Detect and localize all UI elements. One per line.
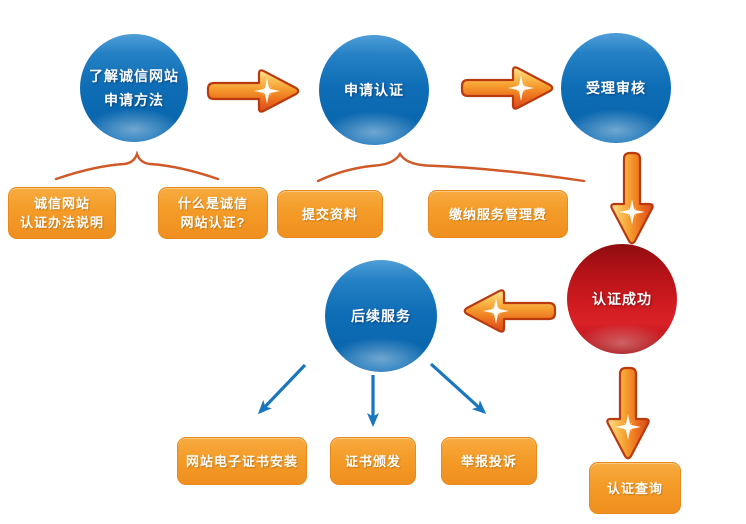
node-certification-success-label: 认证成功 — [592, 291, 652, 307]
callout-what-is-certification: 什么是诚信 网站认证? — [158, 187, 268, 239]
callout-cert-issue-label: 证书颁发 — [344, 453, 401, 469]
arrow-left-success-to-followup-icon — [463, 289, 557, 333]
callout-what-is-certification-line1: 什么是诚信 — [177, 196, 248, 211]
callout-pay-service-fee: 缴纳服务管理费 — [428, 190, 568, 238]
node-learn-method: 了解诚信网站 申请方法 — [80, 34, 188, 142]
callout-certification-method-desc: 诚信网站 认证办法说明 — [8, 187, 116, 239]
callout-pay-service-fee-label: 缴纳服务管理费 — [448, 206, 547, 222]
arrow-right-apply-to-review-icon — [460, 66, 554, 110]
callout-submit-materials-label: 提交资料 — [301, 206, 358, 222]
callout-certification-method-desc-line2: 认证办法说明 — [19, 215, 104, 230]
node-learn-method-label-line2: 申请方法 — [104, 92, 164, 108]
arrow-down-review-to-success-icon — [610, 151, 654, 245]
node-accept-review-label: 受理审核 — [586, 80, 646, 96]
followup-fanout-arrows-icon — [257, 362, 487, 427]
callout-report-complaint-label: 举报投诉 — [460, 453, 517, 469]
callout-certification-query: 认证查询 — [589, 462, 681, 514]
callout-cert-issue: 证书颁发 — [330, 437, 416, 485]
callout-submit-materials: 提交资料 — [277, 190, 383, 238]
node-apply-certification-label: 申请认证 — [344, 82, 404, 98]
callout-ecert-install-label: 网站电子证书安装 — [185, 453, 298, 469]
callout-ecert-install: 网站电子证书安装 — [177, 437, 307, 485]
node-followup-service-label: 后续服务 — [351, 308, 411, 324]
arrow-down-success-to-query-icon — [606, 366, 650, 460]
node-apply-certification: 申请认证 — [319, 35, 429, 145]
callout-what-is-certification-line2: 网站认证? — [180, 215, 246, 230]
callout-certification-query-label: 认证查询 — [606, 480, 663, 496]
brace-learn-callouts-icon — [54, 150, 220, 181]
brace-apply-callouts-icon — [316, 151, 586, 183]
arrow-right-learn-to-apply-icon — [206, 69, 300, 113]
node-accept-review: 受理审核 — [561, 33, 671, 143]
node-certification-success: 认证成功 — [567, 244, 677, 354]
node-learn-method-label-line1: 了解诚信网站 — [89, 68, 179, 84]
node-followup-service: 后续服务 — [325, 260, 437, 372]
callout-certification-method-desc-line1: 诚信网站 — [33, 196, 90, 211]
callout-report-complaint: 举报投诉 — [441, 437, 537, 485]
